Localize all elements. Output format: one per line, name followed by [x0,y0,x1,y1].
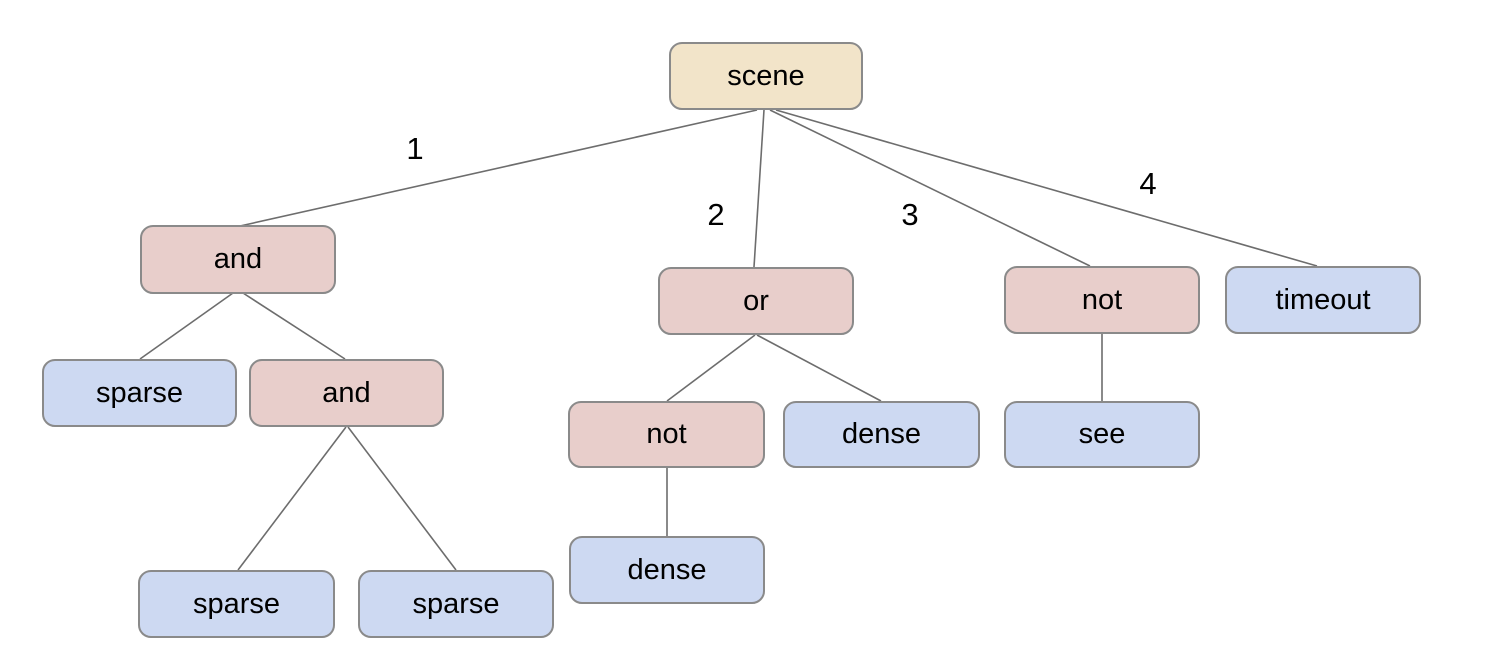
edge-scene-or [753,109,765,268]
node-or: or [658,267,854,335]
node-dense-bottom: dense [569,536,765,604]
edge-label-1: 1 [406,131,423,166]
node-not-inner: not [568,401,765,468]
edge-and-sparse [139,292,234,360]
edge-scene-not [769,109,1091,267]
edge-label-3: 3 [901,197,918,232]
node-not: not [1004,266,1200,334]
edge-scene-timeout [775,109,1318,267]
edge-or-dense [756,334,882,402]
node-timeout: timeout [1225,266,1421,334]
node-sparse-left: sparse [42,359,237,427]
node-scene: scene [669,42,863,110]
edge-label-2: 2 [707,197,724,232]
node-see: see [1004,401,1200,468]
edge-label-4: 4 [1139,166,1156,201]
edge-scene-and [239,109,758,227]
edge-and-and [242,292,346,360]
node-and-inner: and [249,359,444,427]
node-and: and [140,225,336,294]
node-dense: dense [783,401,980,468]
node-sparse-bottom-left: sparse [138,570,335,638]
edge-or-not [666,334,756,402]
edge-and2-sparse3 [347,426,457,571]
node-sparse-bottom-right: sparse [358,570,554,638]
edge-and2-sparse2 [237,426,347,571]
